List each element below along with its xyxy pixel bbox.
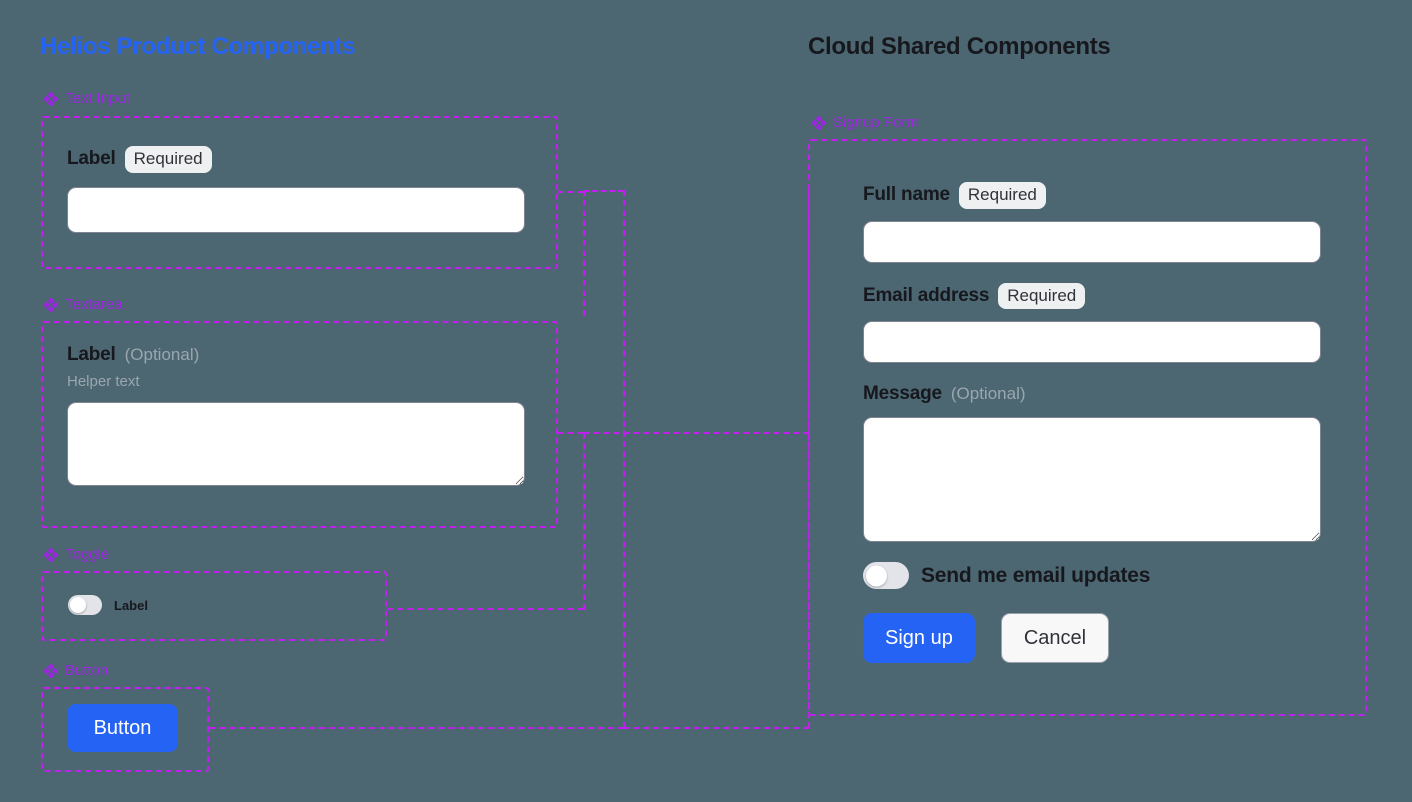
helper-text: Helper text (67, 373, 140, 390)
page-title-left: Helios Product Components (40, 33, 356, 60)
optional-tag: (Optional) (950, 384, 1026, 404)
label-row-text-input: Label Required (67, 146, 525, 173)
toggle-label: Label (114, 597, 148, 613)
connector-text-input-top (583, 190, 624, 192)
label-row-full-name: Full name Required (863, 182, 1321, 209)
connector-text-input-riser (583, 190, 585, 316)
required-badge: Required (958, 182, 1046, 209)
section-header-button: Button (44, 662, 108, 679)
message-textarea[interactable] (863, 417, 1321, 543)
sign-up-button[interactable]: Sign up (863, 613, 975, 664)
field-label: Label (67, 148, 116, 170)
field-label: Message (863, 383, 942, 405)
toggle-knob (70, 597, 86, 613)
textarea-input[interactable] (67, 402, 525, 486)
page-title-right: Cloud Shared Components (808, 33, 1111, 60)
diamond-cluster-icon (44, 297, 58, 312)
field-group-textarea: Label (Optional) Helper text (67, 344, 525, 486)
diamond-cluster-icon (44, 547, 58, 562)
connector-textarea-riser (583, 433, 585, 610)
field-group-message: Message (Optional) (863, 383, 1321, 543)
connector-bus-vertical (623, 190, 625, 728)
field-group-email: Email address Required (863, 282, 1321, 364)
section-header-label: Signup Form (833, 114, 919, 131)
required-badge: Required (998, 282, 1086, 310)
field-group-full-name: Full name Required (863, 182, 1321, 263)
connector-toggle-stub (387, 608, 584, 610)
connector-text-input-stub (558, 191, 584, 193)
diamond-cluster-icon (812, 115, 826, 130)
section-header-label: Toggle (65, 546, 110, 563)
component-outline-toggle (41, 571, 387, 641)
section-header-text-input: Text Input (44, 90, 130, 107)
form-actions: Sign up Cancel (863, 613, 1321, 664)
signup-form: Full name Required Email address Require… (863, 182, 1321, 664)
connector-textarea-stub (558, 432, 584, 434)
demo-button[interactable]: Button (67, 704, 178, 752)
field-group-toggle: Label (68, 595, 148, 615)
field-group-email-updates: Send me email updates (863, 562, 1321, 590)
component-outline-textarea (41, 321, 558, 528)
optional-tag: (Optional) (124, 345, 200, 364)
email-updates-label: Send me email updates (921, 563, 1151, 587)
label-row-textarea: Label (Optional) (67, 344, 525, 366)
required-badge: Required (124, 146, 212, 173)
section-header-textarea: Textarea (44, 296, 123, 313)
section-header-toggle: Toggle (44, 546, 109, 563)
connector-button-stub (209, 727, 624, 729)
field-label: Full name (863, 184, 950, 206)
component-outline-button (41, 687, 209, 772)
field-label: Label (67, 344, 116, 365)
text-input[interactable] (67, 186, 525, 233)
section-header-signup-form: Signup Form (812, 114, 919, 131)
section-header-label: Textarea (65, 296, 123, 313)
cancel-button[interactable]: Cancel (1000, 613, 1110, 664)
diamond-cluster-icon (44, 91, 58, 106)
full-name-input[interactable] (863, 220, 1321, 263)
email-input[interactable] (863, 321, 1321, 364)
field-label: Email address (863, 284, 990, 306)
field-group-text-input: Label Required (67, 146, 525, 233)
section-header-label: Text Input (65, 90, 131, 107)
label-row-email: Email address Required (863, 282, 1321, 310)
diamond-cluster-icon (44, 663, 58, 678)
connector-bus-horizontal (583, 432, 809, 434)
label-row-message: Message (Optional) (863, 383, 1321, 405)
email-updates-toggle[interactable] (863, 562, 909, 590)
connector-bottom-bus (623, 727, 809, 729)
component-outline-signup-form (808, 139, 1367, 716)
section-header-label: Button (65, 662, 109, 679)
toggle-knob (866, 565, 887, 587)
toggle-switch[interactable] (68, 595, 102, 615)
component-outline-text-input (41, 116, 558, 269)
